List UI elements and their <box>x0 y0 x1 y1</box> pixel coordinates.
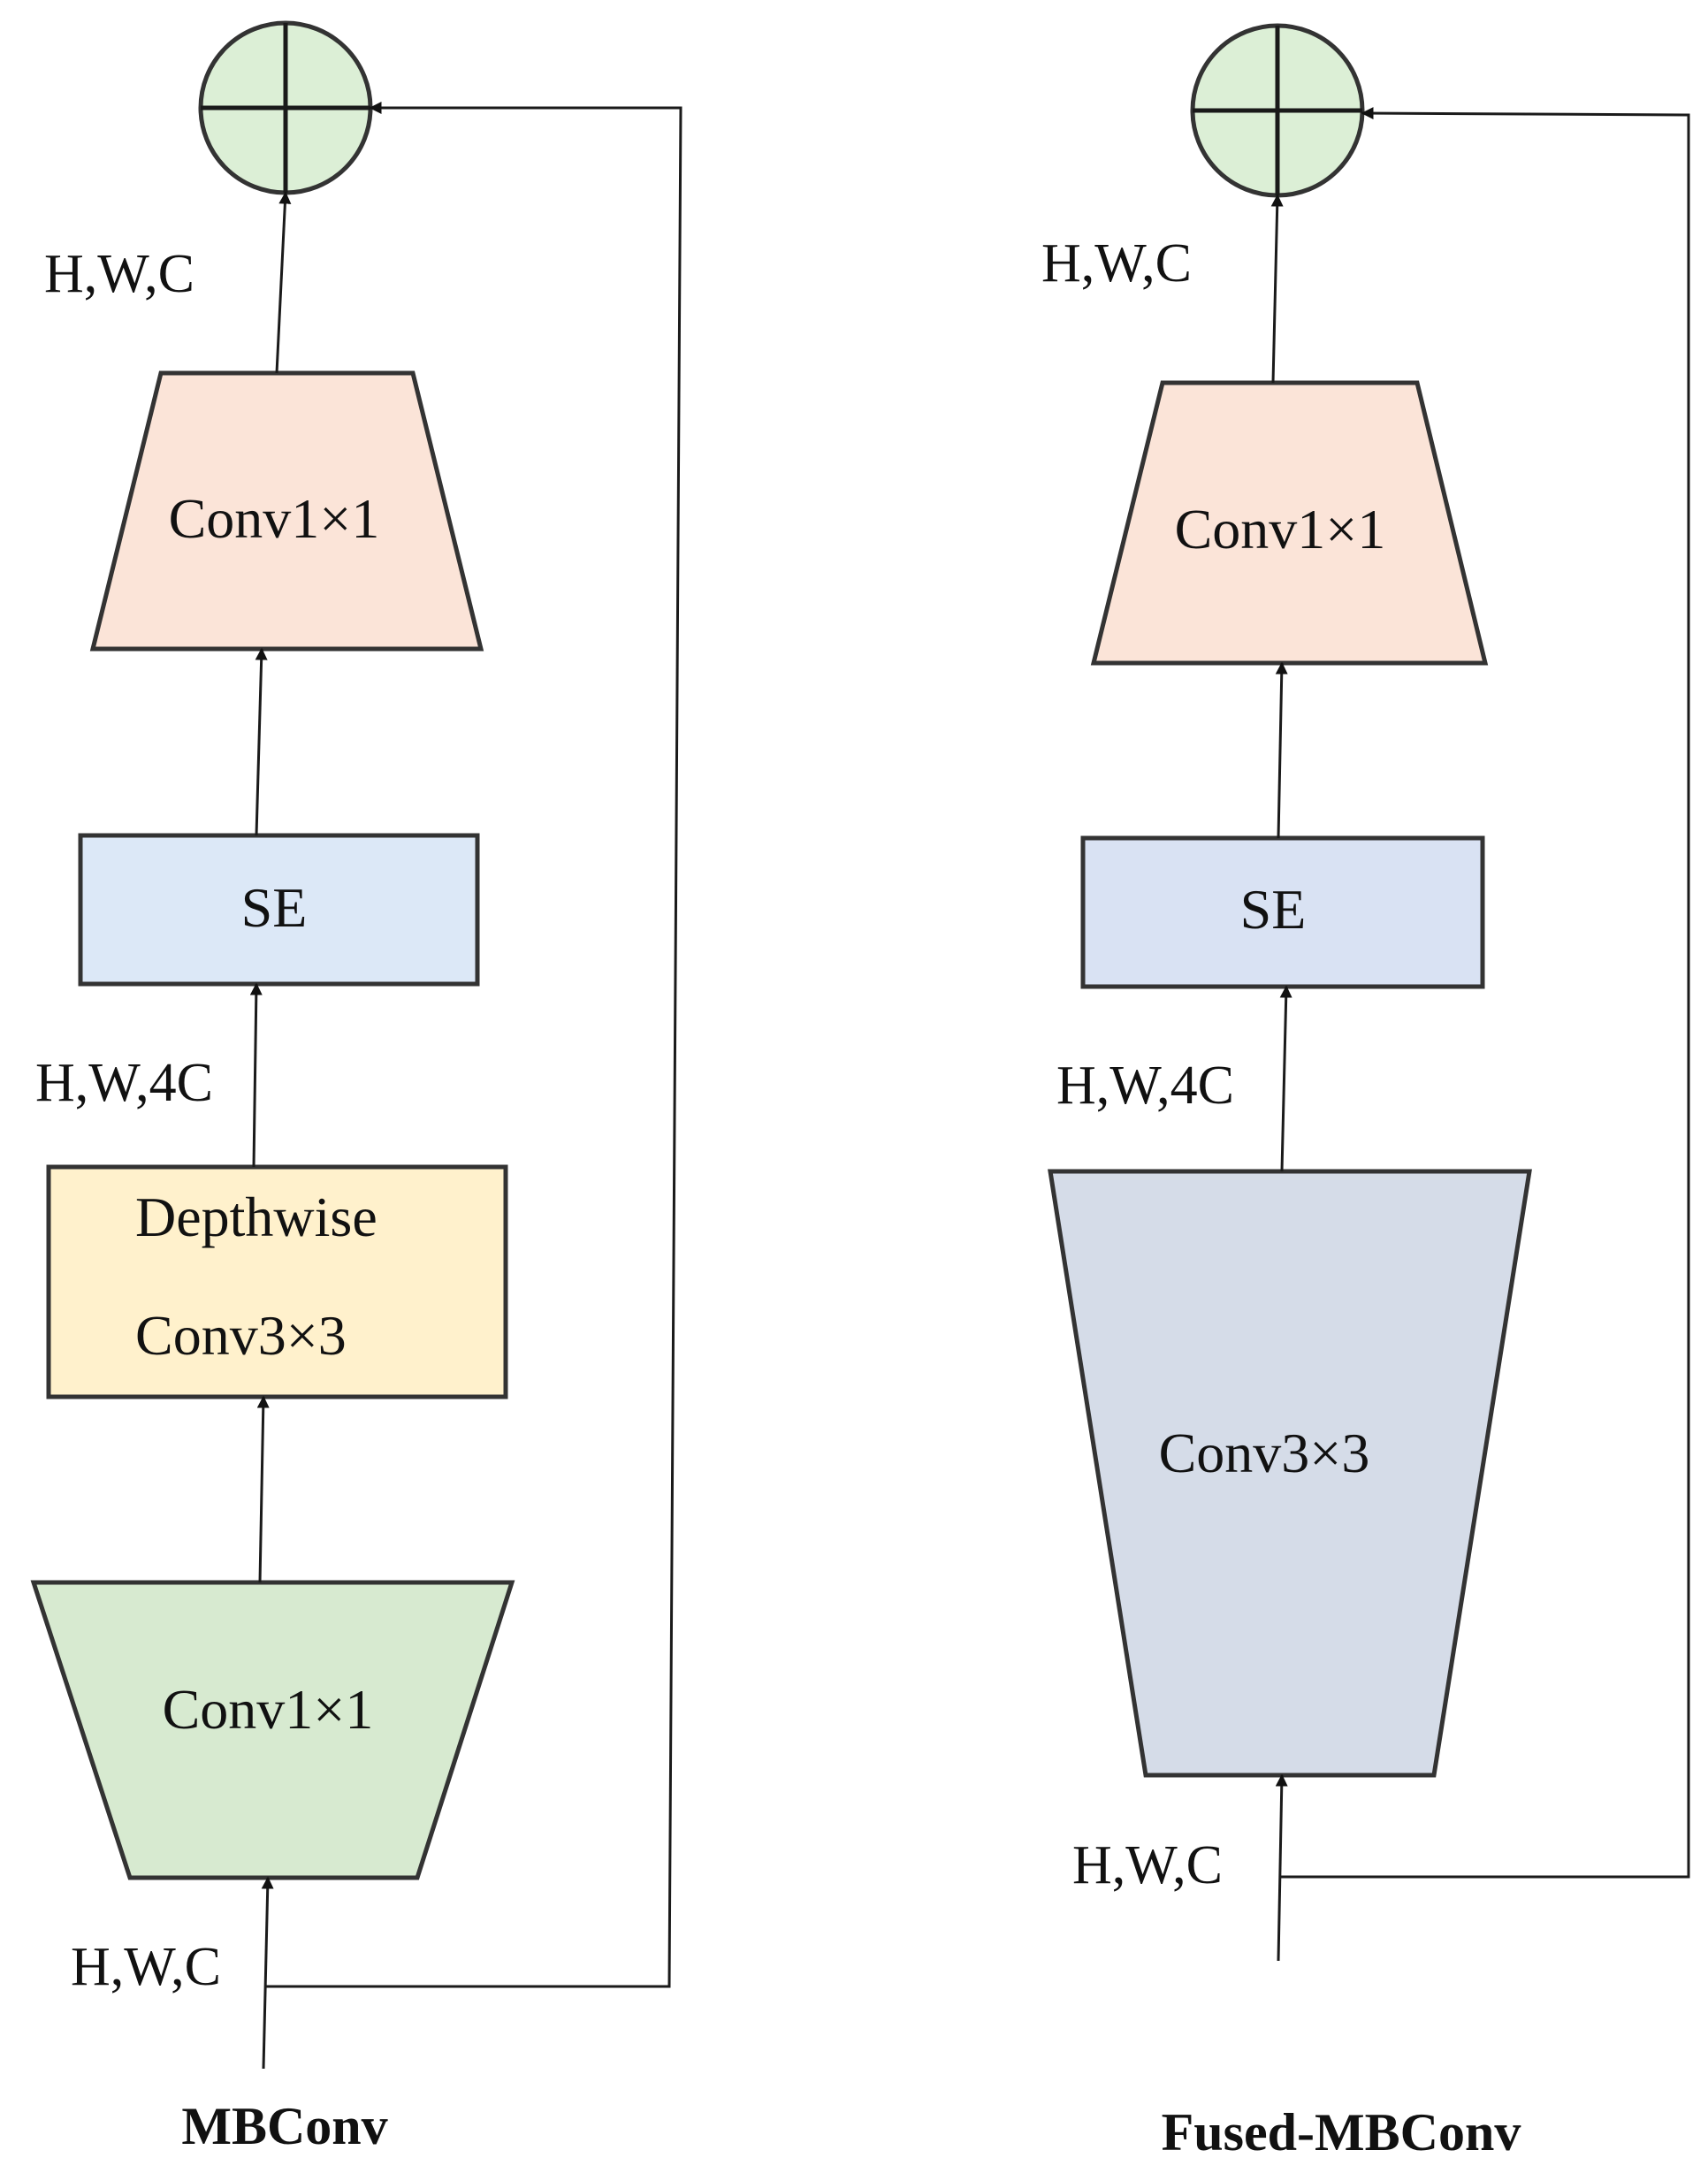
fused-arrow-conv3-to-se <box>1279 985 1292 1172</box>
fused-label-input: H,W,C <box>1072 1835 1223 1895</box>
fused-conv3x3-shape <box>1048 1169 1532 1778</box>
mbconv-label-top: H,W,C <box>44 244 194 304</box>
fused-arrow-conv-to-add <box>1270 194 1284 384</box>
mbconv-skip-connection <box>265 102 682 1988</box>
mbconv-conv1x1-out-label: Conv1×1 <box>169 487 380 550</box>
mbconv-depthwise-shape <box>46 1164 508 1399</box>
mbconv-add-node <box>198 20 373 195</box>
fused-title: Fused-MBConv <box>1162 2103 1521 2162</box>
mbconv-se-shape <box>78 833 480 987</box>
mbconv-se-label: SE <box>241 876 308 939</box>
mbconv-conv1x1-expand-shape <box>30 1580 515 1880</box>
fused-label-top: H,W,C <box>1041 233 1192 294</box>
fused-mbconv-block: Conv1×1 SE Conv3×3 H,W,C H,W,4C H,W,C Fu… <box>1041 23 1690 2162</box>
mbconv-arrow-se-to-conv <box>255 647 268 836</box>
mbconv-block: Conv1×1 SE Depthwise Conv3×3 Conv1×1 H,W… <box>30 20 682 2155</box>
mbconv-arrow-conv-to-add <box>275 191 292 374</box>
mbconv-depthwise-label-line2: Conv3×3 <box>135 1304 347 1367</box>
mbconv-arrow-dw-to-se <box>249 982 263 1168</box>
fused-arrow-input <box>1275 1773 1288 1962</box>
mbconv-label-input: H,W,C <box>71 1937 221 1997</box>
fused-conv3x3-label: Conv3×3 <box>1159 1422 1370 1484</box>
mbconv-label-mid: H,W,4C <box>35 1053 213 1113</box>
fused-label-mid: H,W,4C <box>1056 1056 1234 1116</box>
mbconv-arrow-input <box>261 1876 274 2070</box>
mbconv-conv1x1-out-shape <box>89 370 484 652</box>
fused-arrow-se-to-conv <box>1275 661 1288 839</box>
mbconv-title: MBConv <box>181 2097 387 2155</box>
fused-conv1x1-out-label: Conv1×1 <box>1175 498 1386 560</box>
fused-se-label: SE <box>1240 878 1307 941</box>
mbconv-depthwise-label-line1: Depthwise <box>135 1186 377 1248</box>
mbconv-conv1x1-expand-label: Conv1×1 <box>163 1678 374 1741</box>
fused-skip-connection <box>1280 107 1690 1879</box>
mbconv-arrow-expand-to-dw <box>256 1395 270 1583</box>
fused-add-node <box>1190 23 1365 198</box>
fused-conv1x1-out-shape <box>1090 380 1489 666</box>
fused-se-shape <box>1080 835 1485 989</box>
